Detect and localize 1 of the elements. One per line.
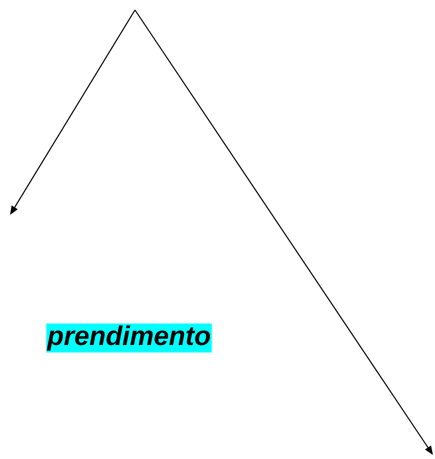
highlighted-text: prendimento — [46, 324, 212, 352]
